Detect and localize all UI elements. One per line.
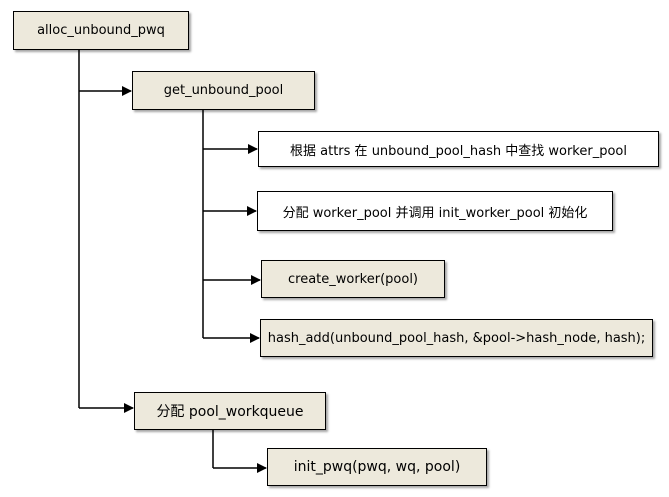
node-alloc-pool-workqueue: 分配 pool_workqueue — [134, 392, 326, 430]
node-alloc-unbound-pwq: alloc_unbound_pwq — [13, 11, 189, 50]
node-label: 根据 attrs 在 unbound_pool_hash 中查找 worker_… — [290, 143, 627, 159]
node-label: create_worker(pool) — [287, 271, 419, 287]
node-init-pwq: init_pwq(pwq, wq, pool) — [267, 448, 487, 486]
node-label: 分配 pool_workqueue — [156, 404, 304, 420]
node-get-unbound-pool: get_unbound_pool — [132, 71, 315, 110]
node-label: 分配 worker_pool 并调用 init_worker_pool 初始化 — [282, 205, 588, 221]
node-label: alloc_unbound_pwq — [37, 23, 165, 38]
node-label: get_unbound_pool — [163, 83, 284, 98]
node-create-worker: create_worker(pool) — [261, 260, 445, 298]
node-label: hash_add(unbound_pool_hash, &pool->hash_… — [267, 330, 646, 346]
node-label: init_pwq(pwq, wq, pool) — [293, 459, 461, 475]
node-hash-add: hash_add(unbound_pool_hash, &pool->hash_… — [260, 319, 653, 357]
node-lookup-hash: 根据 attrs 在 unbound_pool_hash 中查找 worker_… — [258, 131, 659, 167]
node-alloc-worker-pool: 分配 worker_pool 并调用 init_worker_pool 初始化 — [257, 191, 613, 231]
